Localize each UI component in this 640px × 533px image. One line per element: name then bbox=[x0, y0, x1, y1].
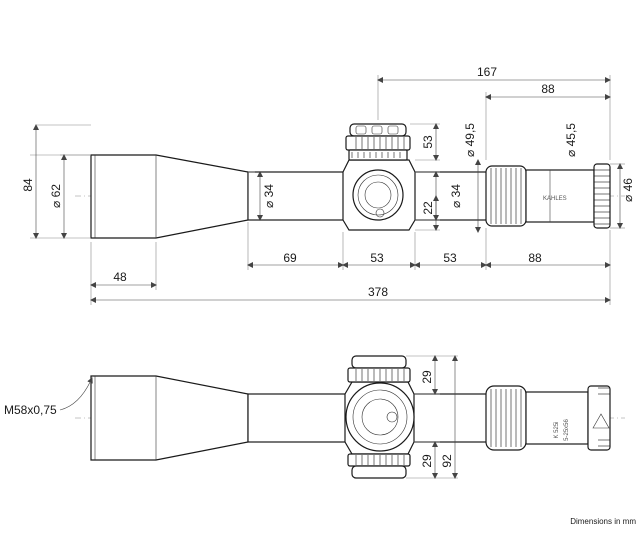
dim-48: 48 bbox=[113, 270, 127, 284]
dim-dia-46: ⌀ 46 bbox=[621, 178, 635, 202]
dim-22: 22 bbox=[421, 201, 435, 215]
ocular-marking-2: 5-25x56 bbox=[564, 418, 570, 440]
thread-label: M58x0,75 bbox=[4, 403, 57, 417]
bottom-eyepiece: K 525i 5-25x56 bbox=[485, 385, 611, 451]
dim-53-b: 53 bbox=[443, 251, 457, 265]
top-view: KAHLES bbox=[21, 65, 635, 305]
dim-84: 84 bbox=[21, 178, 35, 192]
top-dimension-lines bbox=[33, 77, 623, 303]
bottom-side-knob bbox=[345, 382, 415, 452]
top-objective-bell bbox=[90, 154, 249, 239]
dim-88-top: 88 bbox=[541, 82, 555, 96]
top-eyepiece: KAHLES bbox=[485, 163, 611, 229]
dim-dia-34-right: ⌀ 34 bbox=[449, 184, 463, 208]
dim-378: 378 bbox=[368, 285, 388, 299]
dim-92: 92 bbox=[440, 454, 454, 468]
dim-dia-62: ⌀ 62 bbox=[49, 184, 63, 208]
bottom-lower-turret bbox=[347, 453, 411, 479]
top-elevation-turret bbox=[345, 123, 411, 161]
bottom-view: K 525i 5-25x56 M58x0,75 29 29 92 bbox=[4, 355, 625, 479]
dim-29-bottom: 29 bbox=[420, 454, 434, 468]
dim-dia-49-5: ⌀ 49,5 bbox=[463, 123, 477, 157]
brand-mark: KAHLES bbox=[543, 196, 567, 202]
bottom-objective-bell bbox=[90, 375, 249, 461]
dim-69: 69 bbox=[283, 251, 297, 265]
bottom-elevation-turret bbox=[347, 355, 411, 383]
dim-167: 167 bbox=[477, 65, 497, 79]
dim-53-turret: 53 bbox=[421, 135, 435, 149]
warning-triangle-icon bbox=[592, 413, 610, 429]
units-note: Dimensions in mm bbox=[570, 517, 636, 526]
dim-29-top: 29 bbox=[420, 370, 434, 384]
dim-88-bottom: 88 bbox=[528, 251, 542, 265]
dim-53-a: 53 bbox=[370, 251, 384, 265]
top-windage-knob bbox=[352, 169, 404, 221]
bottom-dimension-lines bbox=[59, 355, 458, 479]
ocular-marking-1: K 525i bbox=[554, 421, 560, 438]
dim-dia-34-left: ⌀ 34 bbox=[262, 184, 276, 208]
dim-dia-45-5: ⌀ 45,5 bbox=[564, 123, 578, 157]
